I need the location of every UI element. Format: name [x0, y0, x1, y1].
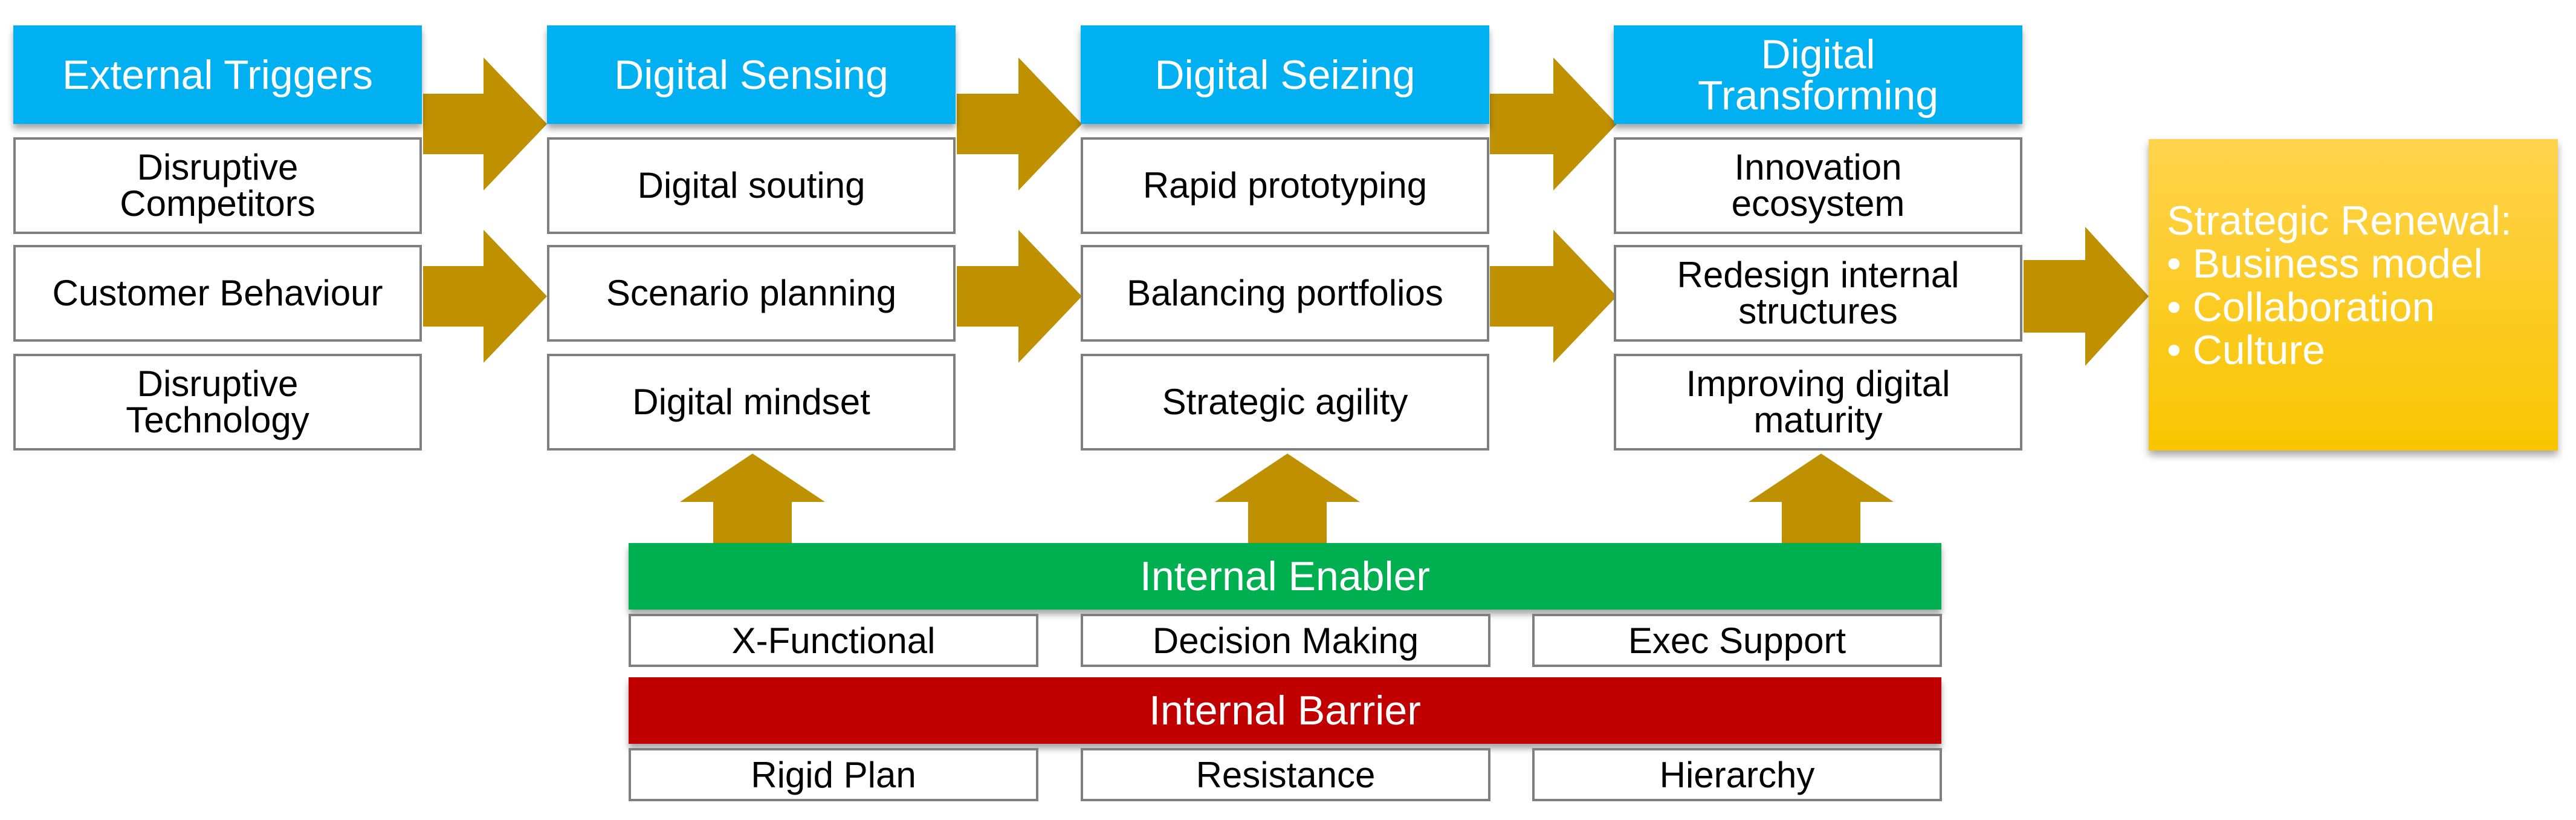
arrow-up-3 [1749, 454, 1894, 544]
box-balancing-portfolios: Balancing portfolios [1081, 245, 1489, 342]
barrier-rigid-plan: Rigid Plan [629, 748, 1038, 801]
arrow-up-1 [680, 454, 825, 544]
box-scenario-planning: Scenario planning [547, 245, 956, 342]
strategic-renewal-title: Strategic Renewal: [2167, 198, 2512, 244]
arrow-right-3a [1490, 57, 1617, 190]
header-external-triggers: External Triggers [13, 25, 422, 124]
arrow-right-1a [423, 57, 547, 190]
renewal-item: Culture [2167, 328, 2546, 372]
enabler-x-functional: X-Functional [629, 614, 1038, 667]
internal-barrier-bar: Internal Barrier [629, 677, 1941, 744]
renewal-item: Collaboration [2167, 285, 2546, 329]
box-digital-souting: Digital souting [547, 137, 956, 234]
box-strategic-agility: Strategic agility [1081, 354, 1489, 451]
box-rapid-prototyping: Rapid prototyping [1081, 137, 1489, 234]
enabler-exec-support: Exec Support [1532, 614, 1942, 667]
arrow-right-renewal [2024, 227, 2149, 366]
renewal-item: Business model [2167, 242, 2546, 285]
arrow-right-3b [1490, 230, 1617, 363]
enabler-decision-making: Decision Making [1081, 614, 1490, 667]
barrier-resistance: Resistance [1081, 748, 1490, 801]
arrow-right-2b [957, 230, 1082, 363]
header-digital-seizing: Digital Seizing [1081, 25, 1489, 124]
internal-enabler-bar: Internal Enabler [629, 543, 1941, 610]
strategic-renewal-box: Strategic Renewal: Business model Collab… [2149, 139, 2558, 451]
arrow-right-2a [957, 57, 1082, 190]
box-digital-mindset: Digital mindset [547, 354, 956, 451]
header-digital-sensing: Digital Sensing [547, 25, 956, 124]
box-customer-behaviour: Customer Behaviour [13, 245, 422, 342]
barrier-hierarchy: Hierarchy [1532, 748, 1942, 801]
strategic-renewal-list: Business model Collaboration Culture [2167, 242, 2546, 372]
arrow-up-2 [1215, 454, 1360, 544]
arrow-right-1b [423, 230, 547, 363]
